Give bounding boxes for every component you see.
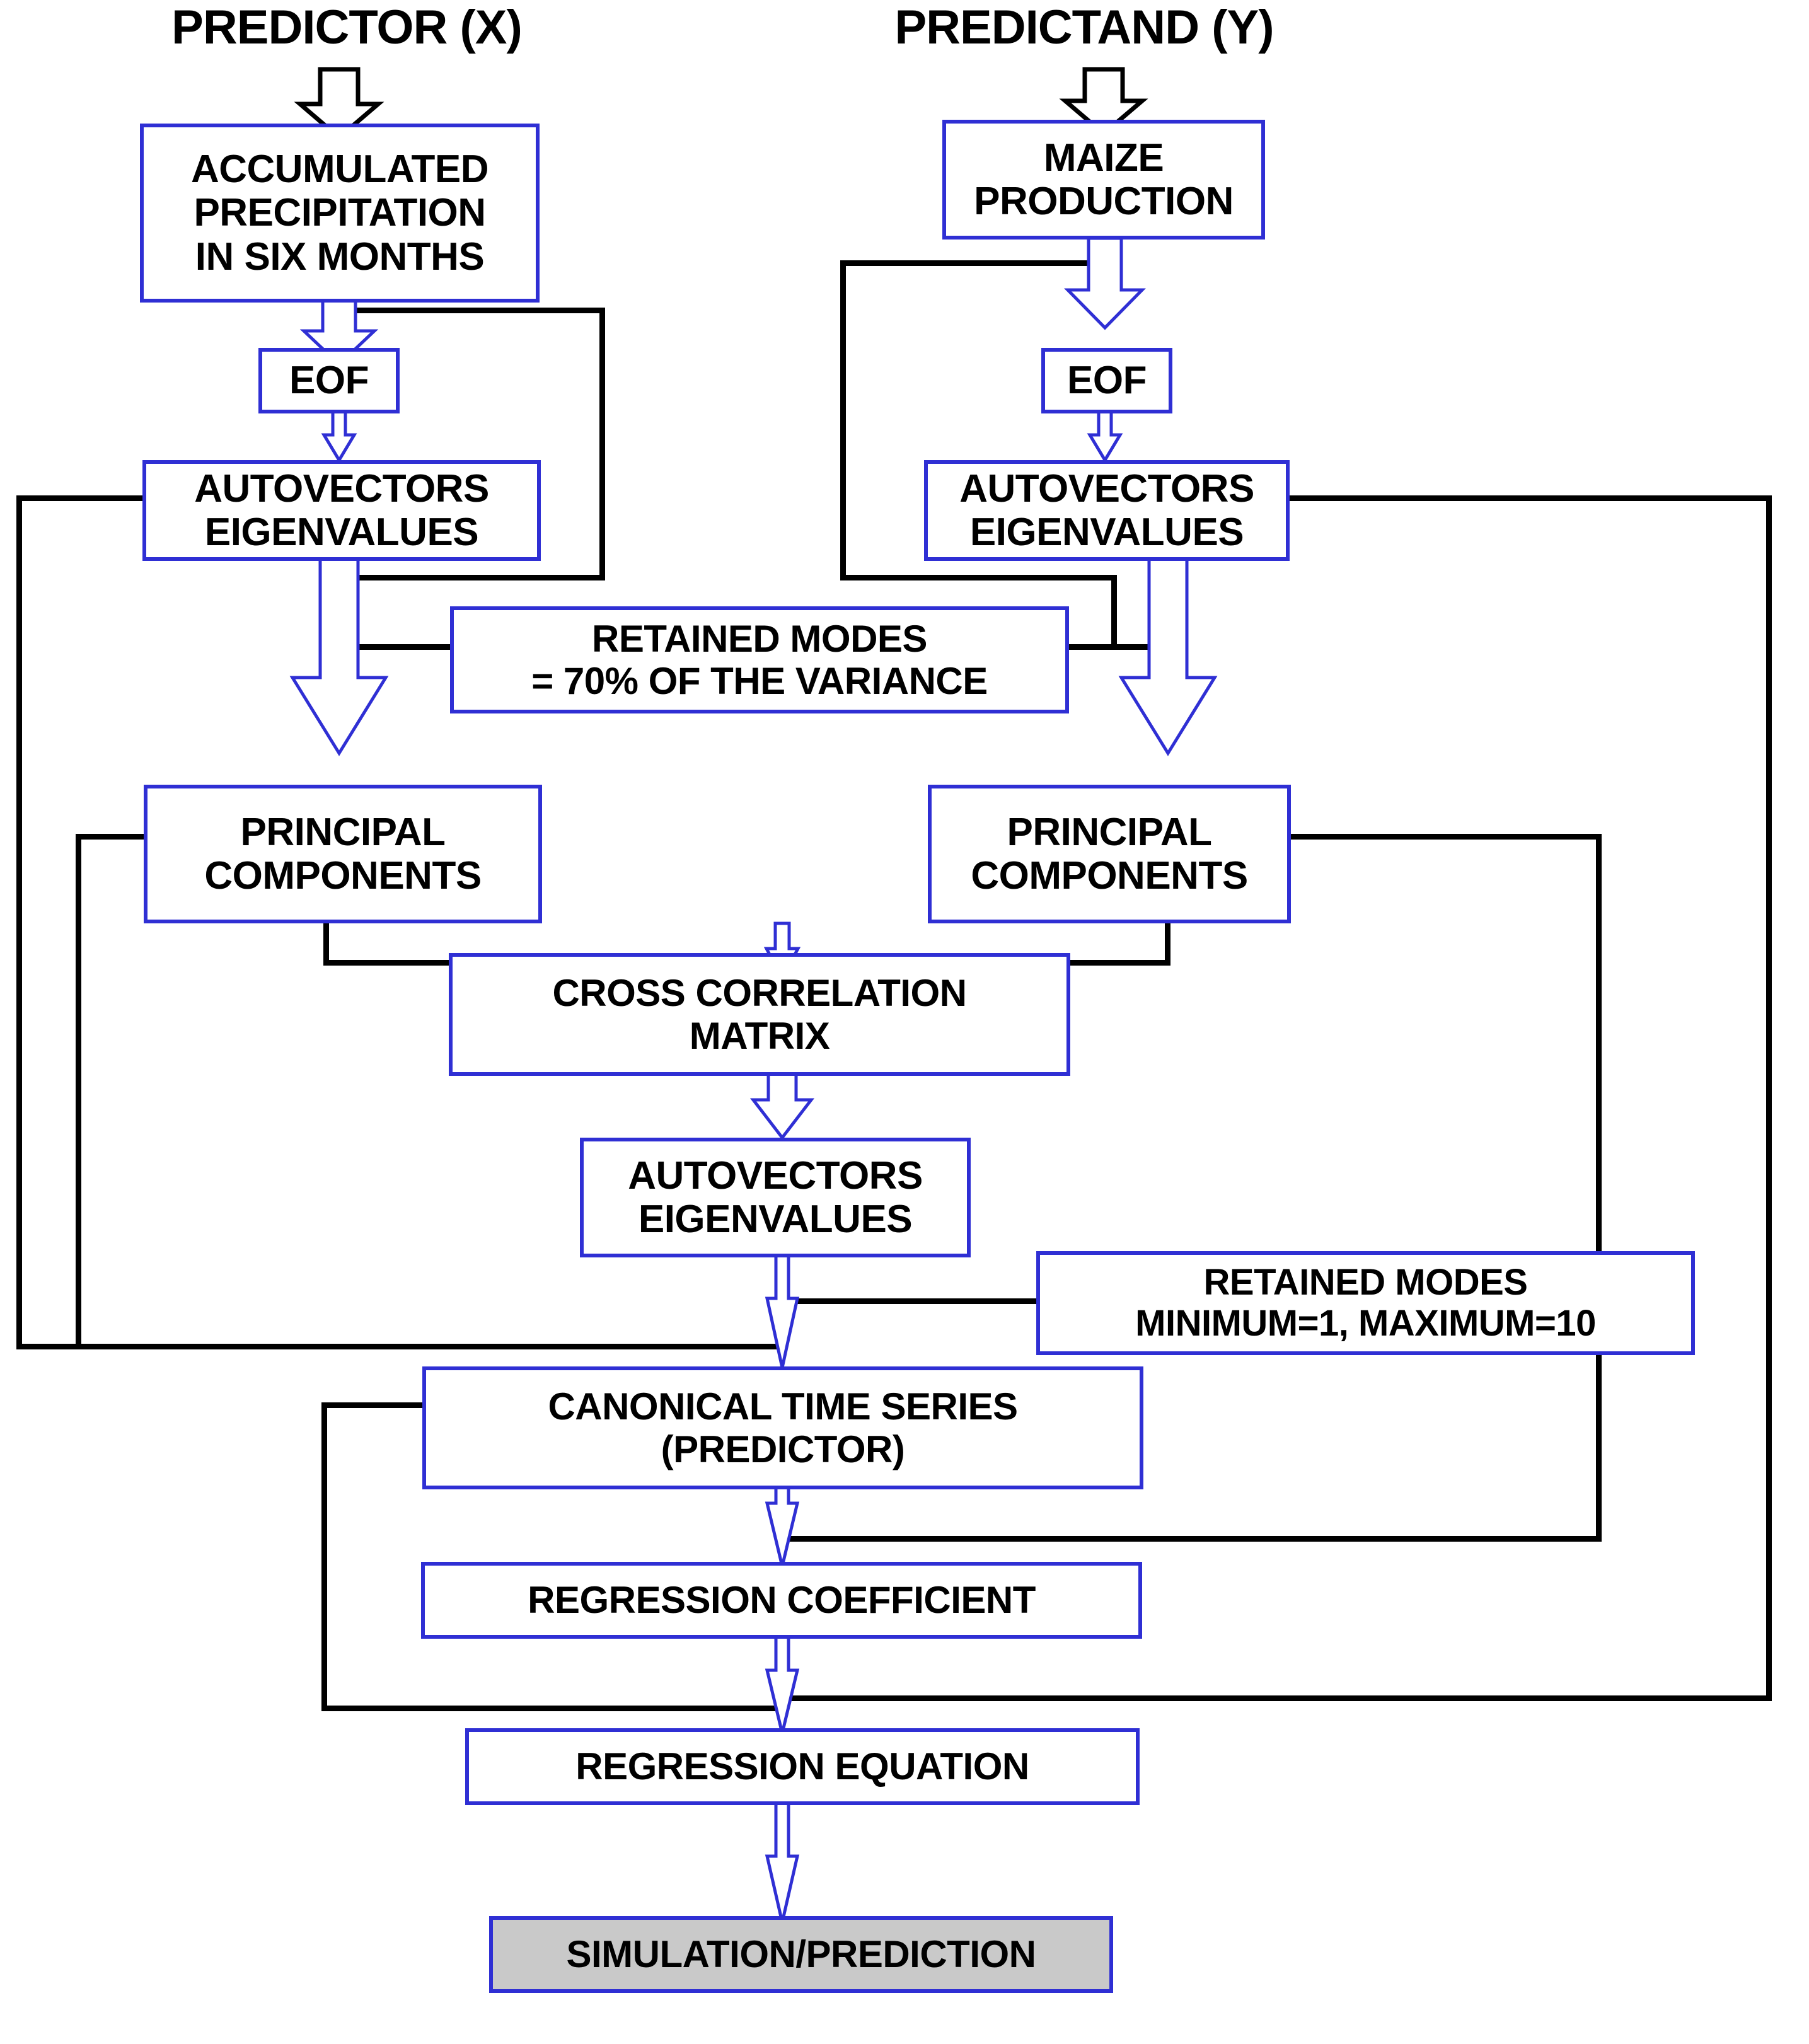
arrow-autovectorsmid-to-cts [765, 1239, 800, 1368]
line-pcL-out-h [76, 834, 145, 840]
line-pcR-down-to-bus [1165, 920, 1170, 964]
line-cts-in-h [321, 1706, 785, 1711]
node-crosscorr-line2: MATRIX [689, 1014, 830, 1057]
arrow-precip-to-eof [299, 298, 379, 367]
predictand-heading: PREDICTAND (Y) [894, 1, 1274, 54]
line-pcR-in-h [782, 1536, 1602, 1542]
node-accumulated-precipitation[interactable]: ACCUMULATED PRECIPITATION IN SIX MONTHS [140, 124, 540, 303]
line-pcR-out-h [1286, 834, 1601, 840]
line-retained70-right-stub [1043, 644, 1160, 650]
node-retained-modes-minmax[interactable]: RETAINED MODES MINIMUM=1, MAXIMUM=10 [1036, 1251, 1695, 1355]
node-autovectors-eigenvalues-mid[interactable]: AUTOVECTORS EIGENVALUES [580, 1138, 971, 1257]
node-autovectors-mid-line1: AUTOVECTORS [628, 1153, 923, 1198]
node-retained-minmax-line2: MINIMUM=1, MAXIMUM=10 [1135, 1302, 1596, 1344]
arrow-autovectorsR-to-pc [1118, 553, 1218, 756]
node-cross-correlation-matrix[interactable]: CROSS CORRELATION MATRIX [449, 953, 1070, 1076]
node-autovectors-right-line2: EIGENVALUES [969, 511, 1244, 554]
arrow-eofL-to-autovectors [321, 408, 357, 463]
arrow-maize-to-eof [1064, 236, 1146, 330]
arrow-predictand-down [1059, 67, 1148, 137]
node-pc-left-line2: COMPONENTS [204, 854, 482, 898]
arrow-eofR-to-autovectors [1087, 408, 1123, 463]
arrow-regeq-to-simulation [765, 1788, 800, 1923]
node-cts-line1: CANONICAL TIME SERIES [548, 1385, 1018, 1428]
line-midauto-to-minmax-h [782, 1298, 1040, 1304]
arrow-predictor-down [294, 67, 384, 141]
line-cts-out-h [321, 1402, 422, 1408]
node-pc-left-line1: PRINCIPAL [240, 810, 446, 854]
node-retained-minmax-line1: RETAINED MODES [1203, 1261, 1528, 1303]
node-principal-components-left[interactable]: PRINCIPAL COMPONENTS [144, 785, 542, 923]
line-pcR-out-v [1596, 834, 1602, 1541]
line-autovectorsR-in-h [782, 1695, 1772, 1701]
line-precip-to-retained-h2 [340, 575, 605, 580]
line-autovectorsL-out-h [16, 495, 142, 501]
node-maize-production-line2: PRODUCTION [974, 180, 1234, 223]
node-eof-right[interactable]: EOF [1041, 348, 1172, 413]
node-principal-components-right[interactable]: PRINCIPAL COMPONENTS [928, 785, 1291, 923]
node-retained-modes-variance[interactable]: RETAINED MODES = 70% OF THE VARIANCE [450, 606, 1069, 713]
node-crosscorr-line1: CROSS CORRELATION [552, 972, 967, 1015]
line-pcL-out-v [76, 834, 81, 1349]
line-precip-to-retained-v [599, 308, 605, 580]
line-maize-to-retained-v [840, 260, 846, 580]
predictor-heading: PREDICTOR (X) [171, 1, 523, 54]
line-precip-to-retained-h1 [340, 308, 605, 313]
line-retained70-right-riser [1111, 575, 1117, 650]
line-pcL-down-to-bus [323, 920, 329, 964]
node-accumulated-precipitation-line1: ACCUMULATED [190, 147, 489, 191]
arrow-autovectorsL-to-pc [289, 553, 389, 756]
node-accumulated-precipitation-line3: IN SIX MONTHS [195, 234, 485, 279]
node-maize-production-line1: MAIZE [1043, 136, 1164, 180]
line-retained70-left-stub [340, 644, 454, 650]
node-retained-variance-line2: = 70% OF THE VARIANCE [531, 660, 988, 702]
node-autovectors-right-line1: AUTOVECTORS [959, 466, 1254, 511]
node-pc-right-line2: COMPONENTS [971, 854, 1248, 898]
node-autovectors-eigenvalues-right[interactable]: AUTOVECTORS EIGENVALUES [924, 460, 1290, 561]
line-autovectorsR-out-h [1286, 495, 1771, 501]
node-maize-production[interactable]: MAIZE PRODUCTION [942, 120, 1265, 240]
node-autovectors-left-line2: EIGENVALUES [204, 511, 479, 554]
line-autovectorsL-out-v [16, 495, 22, 1349]
node-accumulated-precipitation-line2: PRECIPITATION [194, 191, 486, 235]
node-canonical-time-series[interactable]: CANONICAL TIME SERIES (PREDICTOR) [422, 1366, 1143, 1489]
node-regression-equation[interactable]: REGRESSION EQUATION [465, 1728, 1140, 1805]
line-maize-to-retained-h2 [840, 575, 1111, 580]
line-left-feedback-join [16, 1344, 785, 1349]
node-regression-coefficient[interactable]: REGRESSION COEFFICIENT [421, 1562, 1142, 1639]
node-autovectors-mid-line2: EIGENVALUES [638, 1198, 913, 1241]
node-autovectors-eigenvalues-left[interactable]: AUTOVECTORS EIGENVALUES [142, 460, 541, 561]
node-eof-left[interactable]: EOF [258, 348, 400, 413]
node-pc-right-line1: PRINCIPAL [1007, 810, 1212, 854]
node-autovectors-left-line1: AUTOVECTORS [194, 466, 489, 511]
node-simulation-prediction[interactable]: SIMULATION/PREDICTION [489, 1916, 1113, 1993]
line-maize-to-retained-h1 [840, 260, 1111, 266]
node-cts-line2: (PREDICTOR) [661, 1428, 905, 1470]
line-autovectorsR-out-v [1766, 495, 1772, 1700]
arrow-crosscorr-to-autovectors [749, 1070, 815, 1141]
node-retained-variance-line1: RETAINED MODES [592, 617, 927, 660]
line-cts-out-v [321, 1402, 327, 1711]
